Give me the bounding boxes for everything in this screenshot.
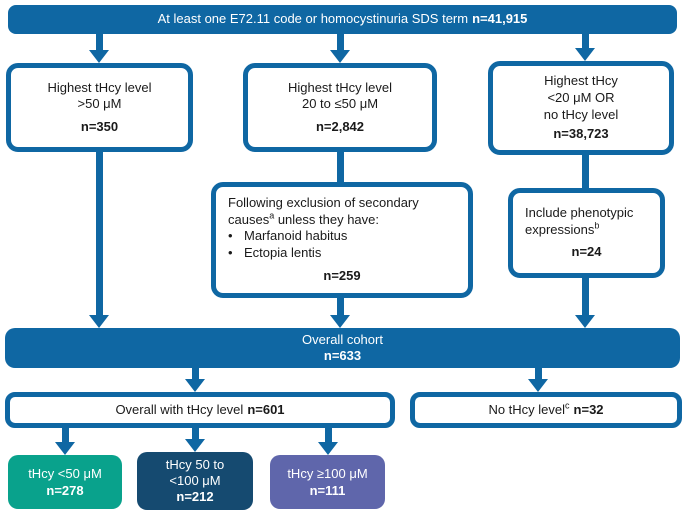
- exclusion-bullet-1-label: Marfanoid habitus: [244, 228, 348, 244]
- box-thcy-gte100-final: tHcy ≥100 μM n=111: [270, 455, 385, 509]
- box-exclusion-n: n=259: [323, 267, 361, 283]
- box-thcy-20-50: Highest tHcy level 20 to ≤50 μM n=2,842: [243, 63, 437, 152]
- box-thcy-gt50-line1: Highest tHcy level: [47, 79, 152, 95]
- arrow-to-thcy-gte100: [318, 428, 338, 455]
- overall-with-thcy-n: n=601: [247, 401, 285, 417]
- box-thcy-lt20-n: n=38,723: [553, 126, 609, 142]
- footnote-c: c: [565, 400, 570, 411]
- box-overall-with-thcy: Overall with tHcy level n=601: [5, 392, 395, 428]
- box-no-thcy-level: No tHcy levelc n=32: [410, 392, 682, 428]
- box-thcy-50-100-final: tHcy 50 to <100 μM n=212: [137, 452, 253, 510]
- box-thcy-20-50-line2: 20 to ≤50 μM: [301, 96, 379, 112]
- box-include-phenotypic: Include phenotypic expressionsb n=24: [508, 188, 665, 278]
- exclusion-intro: Following exclusion of secondary causesa…: [228, 195, 419, 227]
- box-thcy-lt50-final: tHcy <50 μM n=278: [8, 455, 122, 509]
- overall-with-thcy-label: Overall with tHcy level: [115, 401, 244, 417]
- initial-cohort-n: n=41,915: [472, 11, 528, 27]
- box-thcy-gt50-line2: >50 μM: [77, 96, 122, 112]
- include-phenotypic-label: Include phenotypic expressionsb: [525, 205, 634, 237]
- exclusion-bullet-2-label: Ectopia lentis: [244, 244, 322, 260]
- initial-cohort-label: At least one E72.11 code or homocystinur…: [157, 11, 469, 27]
- thcy-50-100-label-line2: <100 μM: [169, 472, 221, 488]
- connector-right-to-include: [582, 155, 589, 188]
- box-thcy-gt50-n: n=350: [80, 118, 119, 134]
- box-thcy-lt20-line1: Highest tHcy: [544, 73, 618, 89]
- box-include-phenotypic-n: n=24: [571, 244, 602, 260]
- arrow-top-to-middle: [330, 34, 350, 63]
- arrow-include-to-cohort: [575, 278, 595, 328]
- arrow-left-to-cohort: [89, 152, 109, 328]
- arrow-cohort-to-with-thcy: [185, 368, 205, 392]
- no-thcy-label: No tHcy levelc: [488, 400, 570, 417]
- box-thcy-lt20-line3: no tHcy level: [543, 106, 619, 122]
- box-overall-cohort: Overall cohort n=633: [5, 328, 680, 368]
- overall-cohort-n: n=633: [323, 348, 362, 363]
- thcy-lt50-label: tHcy <50 μM: [28, 465, 102, 481]
- arrow-cohort-to-no-thcy: [528, 368, 548, 392]
- thcy-lt50-n: n=278: [46, 482, 84, 498]
- box-exclusion-secondary-causes: Following exclusion of secondary causesa…: [211, 182, 473, 298]
- no-thcy-n: n=32: [573, 401, 604, 417]
- footnote-a: a: [269, 210, 275, 221]
- overall-cohort-label: Overall cohort: [302, 332, 383, 348]
- box-thcy-20-50-n: n=2,842: [315, 118, 365, 134]
- footnote-b: b: [594, 220, 600, 231]
- arrow-exclusion-to-cohort: [330, 298, 350, 328]
- arrow-top-to-right: [575, 34, 595, 61]
- box-thcy-lt20-line2: <20 μM OR: [547, 89, 615, 105]
- connector-middle-to-exclusion: [337, 152, 344, 182]
- thcy-50-100-n: n=212: [176, 489, 214, 505]
- bullet-icon: •: [228, 244, 233, 260]
- arrow-to-thcy-50-100: [185, 428, 205, 452]
- box-initial-cohort: At least one E72.11 code or homocystinur…: [8, 5, 677, 34]
- box-thcy-gt50: Highest tHcy level >50 μM n=350: [6, 63, 193, 152]
- exclusion-bullet-2: • Ectopia lentis: [228, 245, 321, 262]
- thcy-gte100-label: tHcy ≥100 μM: [287, 465, 368, 481]
- bullet-icon: •: [228, 228, 233, 244]
- exclusion-bullet-1: • Marfanoid habitus: [228, 228, 347, 245]
- thcy-50-100-label-line1: tHcy 50 to: [165, 457, 225, 473]
- arrow-top-to-left: [89, 34, 109, 63]
- arrow-to-thcy-lt50: [55, 428, 75, 455]
- thcy-gte100-n: n=111: [309, 482, 346, 498]
- box-thcy-20-50-line1: Highest tHcy level: [287, 79, 393, 95]
- box-thcy-lt20-or-none: Highest tHcy <20 μM OR no tHcy level n=3…: [488, 61, 674, 155]
